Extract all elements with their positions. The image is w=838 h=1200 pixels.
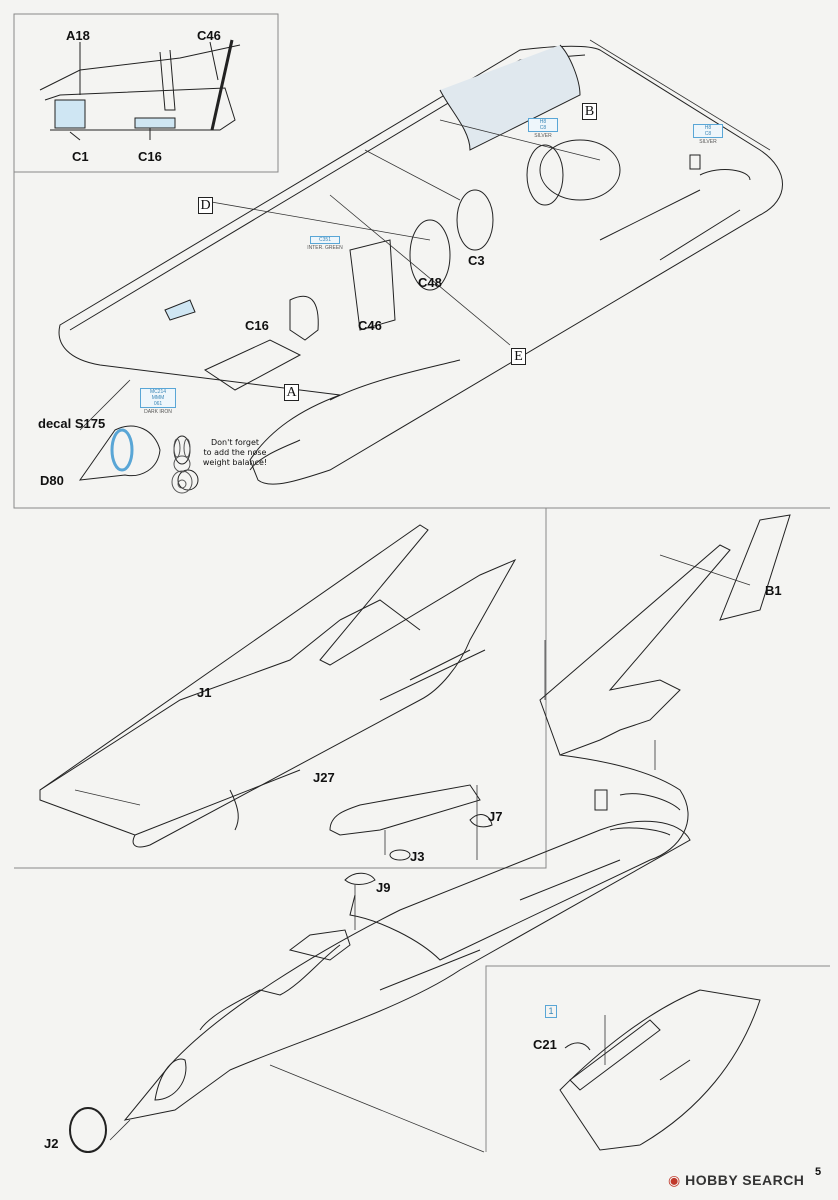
label-j7: J7: [488, 809, 503, 824]
label-d80: D80: [40, 473, 64, 488]
paint-callout-dark-iron: MC214 MMM 061 DARK IRON: [140, 388, 176, 415]
label-c21: C21: [533, 1037, 557, 1052]
label-c46: C46: [358, 318, 382, 333]
subassembly-a-box: A: [284, 384, 299, 401]
subassembly-b-box: B: [582, 103, 597, 120]
paint-callout-silver: H8 C8 SILVER: [528, 118, 558, 139]
paint-code: C351: [310, 236, 340, 244]
subassembly-d-box: D: [198, 197, 213, 214]
label-c16: C16: [245, 318, 269, 333]
page-number: 5: [815, 1166, 822, 1178]
leader-lines: [74, 39, 771, 1153]
paint-name: SILVER: [699, 139, 717, 145]
paint-callout-green: C351 INTER. GREEN: [300, 236, 350, 251]
paint-name: DARK IRON: [144, 409, 172, 415]
step-number-badge: 1: [545, 1005, 557, 1018]
detail-inset-frame: [13, 13, 279, 173]
subassembly-e-box: E: [511, 348, 526, 365]
intake-parts-drawing: [329, 784, 493, 885]
wing-section-frame: [14, 507, 547, 869]
label-c16: C16: [138, 149, 162, 164]
label-a18: A18: [66, 28, 90, 43]
hobby-search-logo-icon: ◉: [668, 1172, 681, 1188]
label-j1: J1: [197, 685, 212, 700]
paint-name: INTER. GREEN: [307, 245, 343, 251]
paint-code: H8 C8: [693, 124, 723, 138]
label-c1: C1: [72, 149, 89, 164]
label-j9: J9: [376, 880, 391, 895]
paint-code: H8 C8: [528, 118, 558, 132]
paint-callout-silver: H8 C8 SILVER: [693, 124, 723, 145]
nose-weight-note: Don't forget to add the nose weight bala…: [202, 438, 268, 467]
label-decal-s175: decal S175: [38, 416, 106, 431]
paint-code: MC214 MMM 061: [140, 388, 176, 408]
watermark-text: HOBBY SEARCH: [685, 1172, 805, 1188]
canopy-detail-frame: [485, 965, 830, 1152]
bunny-mascot-icon: [171, 438, 193, 494]
forward-fuselage-drawing: [58, 44, 783, 485]
hobby-search-watermark: ◉ HOBBY SEARCH: [668, 1172, 804, 1189]
label-c46: C46: [197, 28, 221, 43]
label-j2: J2: [44, 1136, 59, 1151]
paint-name: SILVER: [534, 133, 552, 139]
rear-fuselage-drawing: [349, 514, 791, 961]
canopy-detail-drawing: [559, 989, 761, 1151]
wing-assembly-drawing: [39, 524, 517, 848]
cockpit-detail-drawing: [39, 39, 241, 141]
label-b1: B1: [765, 583, 782, 598]
label-j27: J27: [313, 770, 335, 785]
label-j3: J3: [410, 849, 425, 864]
label-c3: C3: [468, 253, 485, 268]
label-c48: C48: [418, 275, 442, 290]
lower-fuselage-drawing: [69, 820, 691, 1153]
